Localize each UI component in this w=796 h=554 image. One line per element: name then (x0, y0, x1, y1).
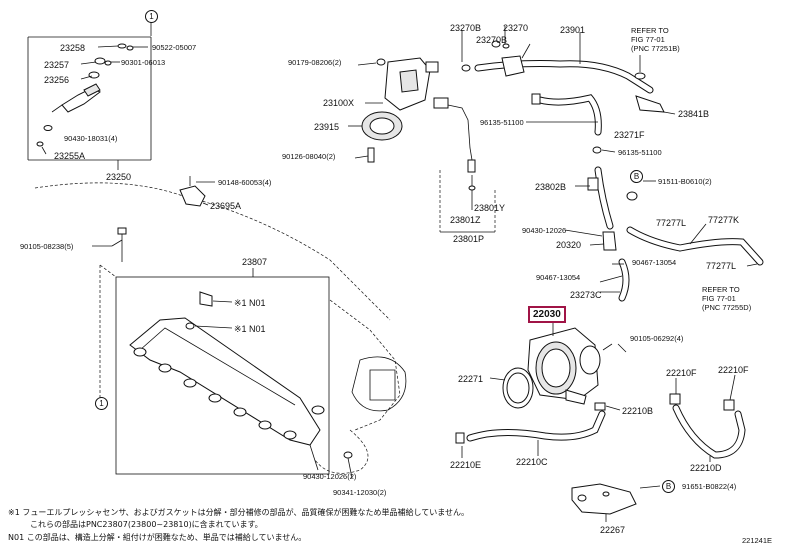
callout-marker-1-bottom: 1 (95, 397, 108, 410)
label-22210F-b: 22210F (718, 365, 749, 375)
footnote-line1: ※1 フューエルプレッシャセンサ、およびガスケットは分解・部分補修の部品が、品質… (8, 508, 469, 517)
label-77277K: 77277K (708, 215, 740, 225)
throttle-body (502, 327, 606, 411)
label-90430-12026-2: 90430-12026(2) (303, 472, 357, 481)
label-90148-60053: 90148-60053(4) (218, 178, 272, 187)
refer-note-mid: REFER TO FIG 77-01 (PNC 77255D) (702, 285, 751, 312)
injector-assembly (36, 43, 134, 147)
label-90430-18031: 90430-18031(4) (64, 134, 118, 143)
label-23271F: 23271F (614, 130, 645, 140)
highlighted-part-22030[interactable]: 22030 (528, 306, 566, 323)
label-90467-13054-b: 90467-13054 (632, 258, 677, 267)
refer-top-line1: REFER TO (631, 26, 669, 35)
label-77277L-b: 77277L (706, 261, 737, 271)
label-91651-B0822: 91651-B0822(4) (682, 482, 737, 491)
label-23801P: 23801P (453, 234, 485, 244)
label-23915: 23915 (314, 122, 340, 132)
fuel-rail (117, 227, 325, 446)
refer-top-line3: (PNC 77251B) (631, 44, 680, 53)
callout-marker-1: 1 (145, 10, 158, 23)
label-23270B-b: 23270B (476, 35, 508, 45)
label-90179-08206: 90179-08206(2) (288, 58, 342, 67)
refer-mid-line2: FIG 77-01 (702, 294, 736, 303)
label-22210B: 22210B (622, 406, 654, 416)
label-20320: 20320 (556, 240, 582, 250)
refer-top-line2: FIG 77-01 (631, 35, 665, 44)
figure-id: 221241E (742, 536, 773, 545)
refer-mid-line3: (PNC 77255D) (702, 303, 752, 312)
label-22271: 22271 (458, 374, 484, 384)
label-23801Y: 23801Y (474, 203, 506, 213)
label-23807: 23807 (242, 257, 268, 267)
label-n01-b: ※1 N01 (234, 324, 266, 334)
label-90126-08040: 90126-08040(2) (282, 152, 336, 161)
bolt-marker-91651: B (662, 480, 675, 493)
label-90105-08238: 90105-08238(5) (20, 242, 74, 251)
label-23257: 23257 (44, 60, 70, 70)
label-22267: 22267 (600, 525, 626, 535)
label-23250: 23250 (106, 172, 132, 182)
label-n01-a: ※1 N01 (234, 298, 266, 308)
refer-note-top: REFER TO FIG 77-01 (PNC 77251B) (631, 26, 680, 53)
footnote-line2: これらの部品はPNC23807(23800~23810)に含まれています。 (30, 520, 263, 529)
label-23695A: 23695A (210, 201, 242, 211)
label-23255A: 23255A (54, 151, 86, 161)
label-96135-51100-b: 96135-51100 (618, 148, 662, 157)
label-90467-13054-a: 90467-13054 (536, 273, 581, 282)
label-22210F-a: 22210F (666, 368, 697, 378)
fuel-hose (474, 40, 665, 154)
label-22210D: 22210D (690, 463, 722, 473)
label-22210C: 22210C (516, 457, 548, 467)
fuel-pump-assembly (361, 57, 476, 173)
label-90301-06013: 90301-06013 (121, 58, 166, 67)
label-23841B: 23841B (678, 109, 710, 119)
label-77277L: 77277L (656, 218, 687, 228)
label-22210E: 22210E (450, 460, 482, 470)
label-90522-05007: 90522-05007 (152, 43, 197, 52)
water-hoses (455, 393, 746, 515)
label-23258: 23258 (60, 43, 86, 53)
label-96135-51100-a: 96135-51100 (480, 118, 524, 127)
label-90341-12030: 90341-12030(2) (333, 488, 387, 497)
label-23256: 23256 (44, 75, 70, 85)
refer-mid-line1: REFER TO (702, 285, 740, 294)
label-91511-B0610: 91511-B0610(2) (658, 177, 712, 186)
label-23273C: 23273C (570, 290, 602, 300)
engine-block-outline (34, 182, 407, 474)
label-90430-12026: 90430-12026 (522, 226, 567, 235)
label-23802B: 23802B (535, 182, 567, 192)
label-23270B-a: 23270B (450, 23, 482, 33)
label-23801Z: 23801Z (450, 215, 481, 225)
label-23100X: 23100X (323, 98, 355, 108)
footnote-line3: N01 この部品は、構造上分解・組付けが困難なため、単品では補給していません。 (8, 533, 307, 542)
label-23901: 23901 (560, 25, 586, 35)
vacuum-hoses (587, 166, 764, 302)
label-23270: 23270 (503, 23, 529, 33)
label-90105-06292: 90105-06292(4) (630, 334, 684, 343)
bolt-marker-91511: B (630, 170, 643, 183)
